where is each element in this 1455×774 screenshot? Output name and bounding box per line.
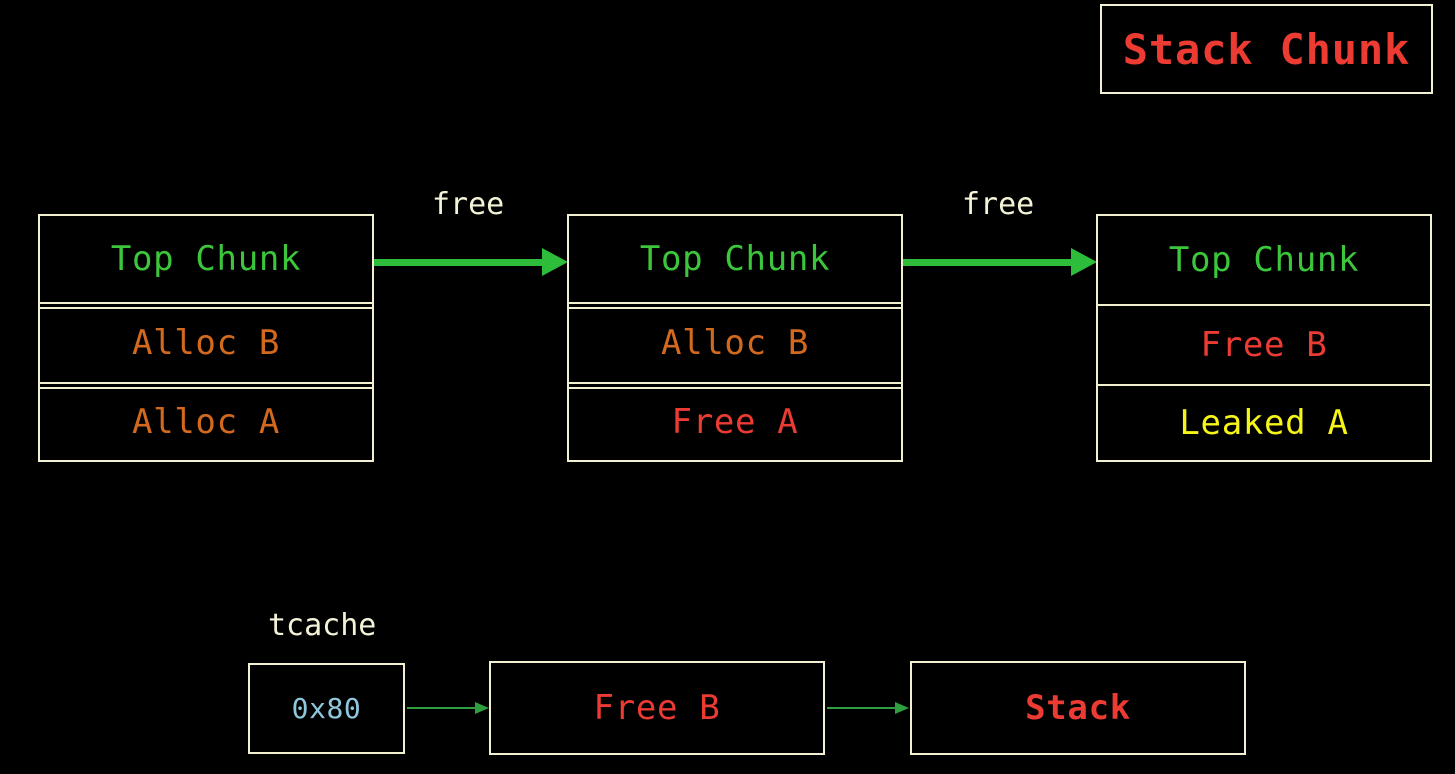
free-arrow-2 [903, 240, 1097, 280]
free-arrow-1 [374, 240, 568, 280]
free-arrow-1-head-icon [542, 248, 568, 276]
tcache-entry-free-b-label: Free B [593, 688, 721, 728]
chunk-1-row-alloc-b: Alloc B [40, 302, 372, 382]
tcache-entry-free-b-box: Free B [489, 661, 825, 755]
stack-chunk-title-box: Stack Chunk [1100, 4, 1433, 94]
chunk-3-row-top-chunk: Top Chunk [1168, 240, 1360, 280]
tcache-arrow-1-line [407, 707, 477, 709]
heap-chunk-3: Top Chunk Free B Leaked A [1096, 214, 1432, 462]
heap-chunk-1: Top Chunk Alloc B Alloc A [38, 214, 374, 462]
tcache-arrow-2-line [827, 707, 897, 709]
chunk-2-row-top-chunk: Top Chunk [639, 239, 831, 279]
tcache-size-bin-box: 0x80 [248, 663, 405, 754]
tcache-size-bin-label: 0x80 [291, 692, 362, 725]
tcache-arrow-2 [827, 700, 911, 716]
tcache-arrow-2-head-icon [895, 702, 909, 714]
chunk-2-row-alloc-b: Alloc B [569, 302, 901, 382]
stack-chunk-title-label: Stack Chunk [1122, 24, 1411, 74]
chunk-3-row-leaked-a: Leaked A [1098, 384, 1430, 460]
tcache-arrow-1-head-icon [475, 702, 489, 714]
transition-label-free-2: free [962, 187, 1035, 222]
free-arrow-2-line [903, 259, 1075, 266]
tcache-entry-stack-box: Stack [910, 661, 1246, 755]
free-arrow-1-line [374, 259, 546, 266]
chunk-3-row-free-b: Free B [1098, 304, 1430, 384]
free-arrow-2-head-icon [1071, 248, 1097, 276]
tcache-arrow-1 [407, 700, 491, 716]
tcache-label: tcache [268, 608, 377, 643]
heap-chunk-2: Top Chunk Alloc B Free A [567, 214, 903, 462]
chunk-1-row-top-chunk: Top Chunk [110, 239, 302, 279]
chunk-1-row-alloc-a: Alloc A [40, 382, 372, 460]
transition-label-free-1: free [432, 187, 505, 222]
chunk-2-row-free-a: Free A [569, 382, 901, 460]
tcache-entry-stack-label: Stack [1025, 688, 1131, 728]
